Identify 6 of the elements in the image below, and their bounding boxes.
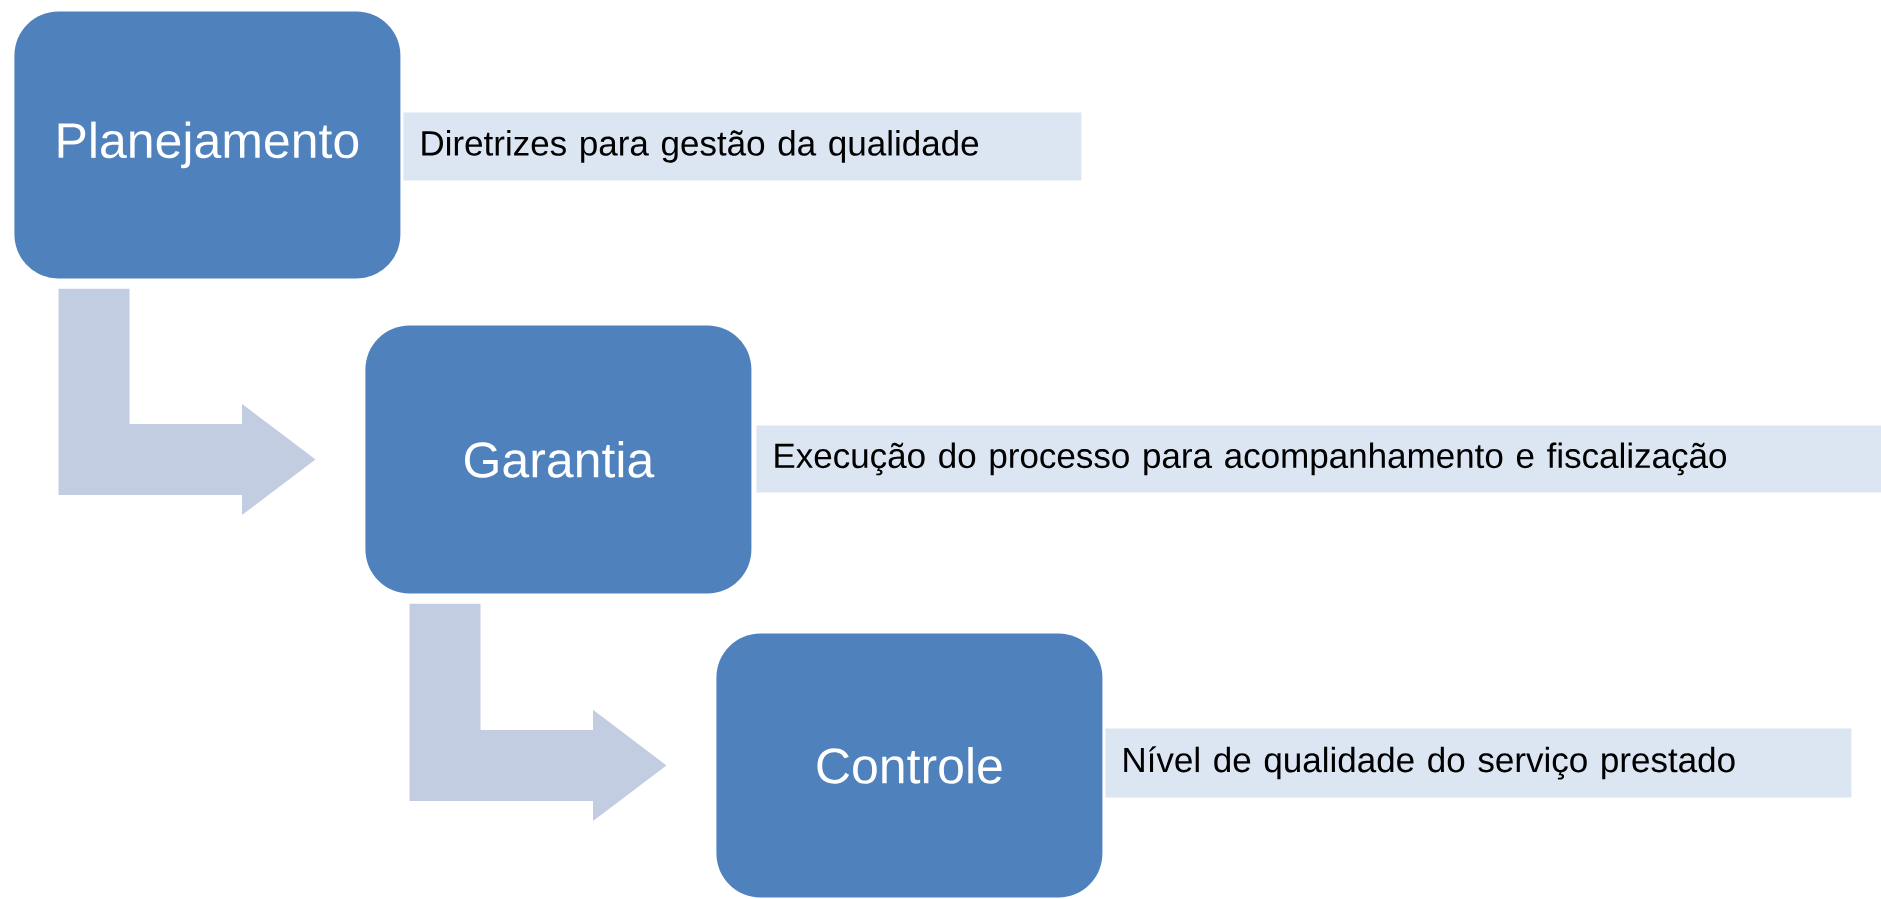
description-band: Execução do processo para acompanhamento e fiscalização [756, 425, 1881, 493]
process-box: Garantia [365, 325, 752, 594]
process-box: Planejamento [14, 11, 401, 279]
description-band: Diretrizes para gestão da qualidade [403, 112, 1082, 181]
process-box: Controle [716, 633, 1103, 898]
description-band: Nível de qualidade do serviço prestado [1105, 728, 1852, 798]
